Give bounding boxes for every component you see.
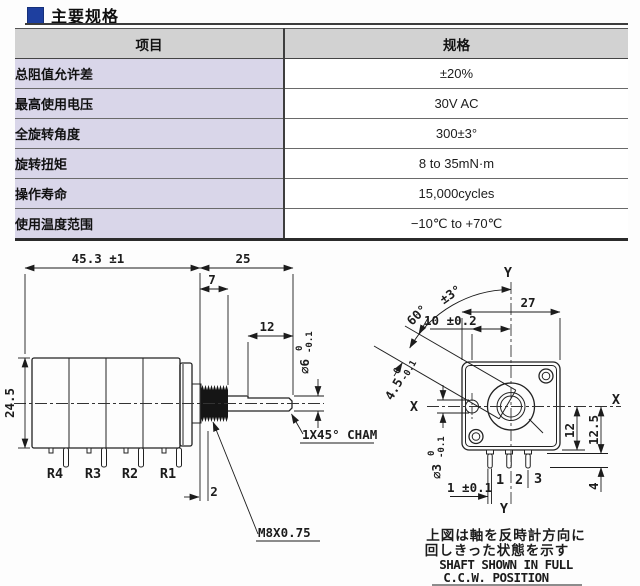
dim-width: 27 [520, 295, 535, 310]
terminal-label-r4: R4 [47, 466, 63, 482]
front-view-dimension-lines [393, 286, 608, 504]
side-view: 45.3 ±1 25 7 12 24.5 ⌀6 0 -0.1 2 1X45° C… [2, 251, 377, 542]
dim-hole-diameter: ⌀3 0 -0.1 [427, 436, 447, 479]
technical-drawing: 45.3 ±1 25 7 12 24.5 ⌀6 0 -0.1 2 1X45° C… [2, 251, 621, 586]
column-header-item: 项目 [15, 28, 285, 59]
side-view-dimension-lines [18, 264, 374, 542]
dim-hole-dia-tol-lo: -0.1 [437, 436, 447, 458]
dim-step: 2 [210, 484, 218, 499]
caption-en-line1: SHAFT SHOWN IN FULL [439, 557, 573, 572]
table-row: 使用温度范围 −10℃ to +70℃ [15, 208, 628, 240]
spec-value-cell: 300±3° [284, 118, 628, 149]
axis-x-left: X [410, 399, 418, 415]
terminal-pins [48, 447, 182, 468]
table-row: 总阻值允许差 ±20% [15, 58, 628, 89]
spec-value-cell: 8 to 35mN·m [284, 148, 628, 179]
spec-item-cell: 使用温度范围 [15, 208, 285, 240]
dim-hole-dia-value: ⌀3 [429, 464, 444, 479]
dim-pin-length: 4 [586, 482, 601, 490]
caption-en-line2: C.C.W. POSITION [443, 570, 548, 585]
front-view: Y Y X X 60° ±3° 27 10 ±0.2 4.5 0 -0.1 ⌀3… [373, 265, 621, 586]
table-row: 最高使用电压 30V AC [15, 88, 628, 119]
dim-shaft-diameter: ⌀6 0 -0.1 [295, 331, 315, 374]
pin-label-3: 3 [534, 471, 542, 487]
dim-center-to-shoulder: 12.5 [586, 415, 601, 445]
spec-value-cell: 30V AC [284, 88, 628, 119]
spec-value-cell: −10℃ to +70℃ [284, 208, 628, 240]
spec-item-cell: 最高使用电压 [15, 88, 285, 119]
dim-shaft-dia-value: ⌀6 [297, 359, 312, 374]
section-header: 主要规格 [27, 3, 119, 27]
potentiometer-body-outline [31, 357, 202, 449]
page-title: 主要规格 [51, 9, 120, 26]
front-pins [486, 449, 532, 469]
spec-value-cell: ±20% [284, 58, 628, 89]
terminal-label-r1: R1 [160, 466, 176, 482]
caption-jp-line2: 回しきった状態を示す [425, 542, 569, 558]
pin-label-1: 1 [496, 472, 504, 488]
dim-shaft-dia-tol-hi: 0 [295, 346, 305, 351]
spec-value-cell: 15,000cycles [284, 178, 628, 209]
shaft-outline [228, 395, 293, 412]
dim-hole-dia-tol-hi: 0 [427, 451, 437, 456]
table-row: 全旋转角度 300±3° [15, 118, 628, 149]
chamfer-note: 1X45° CHAM [302, 427, 377, 442]
table-row: 旋转扭矩 8 to 35mN·m [15, 148, 628, 179]
spec-item-cell: 操作寿命 [15, 178, 285, 209]
blue-square-icon [27, 6, 44, 24]
dim-shaft-length: 25 [235, 251, 250, 266]
shaft-boss [486, 382, 544, 434]
table-row: 操作寿命 15,000cycles [15, 178, 628, 209]
column-header-spec: 规格 [284, 28, 628, 59]
spec-item-cell: 旋转扭矩 [15, 148, 285, 179]
table-header-row: 项目 规格 [15, 28, 628, 59]
dim-flat-length: 12 [259, 319, 274, 334]
dim-flat-width: 4.5 0 -0.1 [382, 359, 420, 403]
spec-item-cell: 总阻值允许差 [15, 58, 285, 89]
axis-y-top: Y [504, 265, 513, 281]
title-rule [25, 23, 628, 25]
dim-total-length: 45.3 ±1 [72, 251, 125, 266]
dim-shaft-dia-tol-lo: -0.1 [305, 331, 315, 353]
pin-label-2: 2 [515, 472, 523, 488]
dim-hole-offset: 10 ±0.2 [424, 313, 477, 328]
spec-item-cell: 全旋转角度 [15, 118, 285, 149]
drawing-caption: 上図は軸を反時計方向に 回しきった状態を示す SHAFT SHOWN IN FU… [425, 527, 586, 586]
terminal-label-r2: R2 [122, 466, 138, 482]
caption-jp-line1: 上図は軸を反時計方向に [426, 527, 586, 543]
axis-x-right: X [612, 392, 620, 408]
terminal-label-r3: R3 [85, 466, 101, 482]
dim-center-to-bottom: 12 [562, 423, 577, 438]
dim-bushing-length: 7 [208, 272, 216, 287]
thread-note: M8X0.75 [258, 525, 311, 540]
dim-pin-width: 1 ±0.1 [447, 480, 492, 495]
dim-angle-tol: ±3° [437, 282, 464, 307]
spec-table: 项目 规格 总阻值允许差 ±20% 最高使用电压 30V AC 全旋转角度 30… [15, 28, 628, 241]
dim-body-height: 24.5 [2, 388, 17, 418]
dim-flat-tol-hi: 0 [392, 366, 403, 376]
axis-y-bottom: Y [500, 501, 509, 517]
